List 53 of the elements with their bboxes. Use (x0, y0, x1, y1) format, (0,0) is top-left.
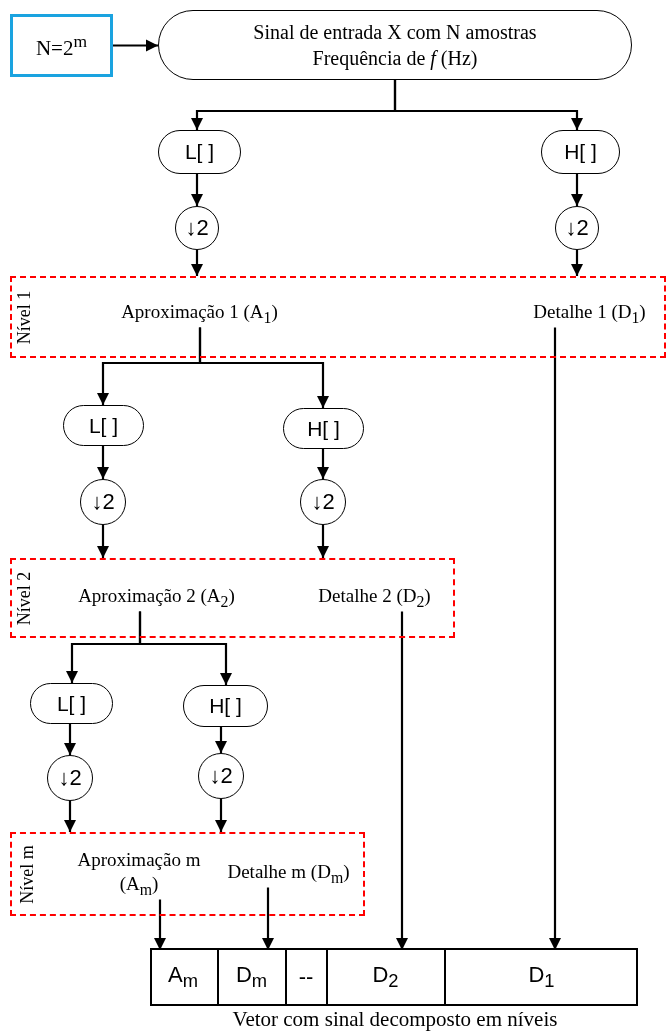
arrow (198, 327, 329, 408)
downsampler-circle: ↓2 (80, 479, 126, 525)
vector-cell: D$_{2}$ (325, 950, 444, 1004)
arrow (215, 799, 227, 832)
caption: Vetor com sinal decomposto em níveis (231, 1007, 559, 1031)
arrow (154, 899, 166, 950)
arrow (571, 250, 583, 276)
level-group-box (10, 276, 666, 358)
vector-cell: D$_{m}$ (216, 950, 285, 1004)
coefficient-label: Aproximação 1 (A$_{1}$) (89, 299, 310, 328)
level-label: Nível 1 (14, 290, 36, 345)
level-label: Nível m (16, 845, 38, 904)
arrow (64, 724, 76, 755)
arrow (97, 525, 109, 558)
level-label: Nível 2 (14, 571, 36, 626)
filter-box: L[ ] (30, 683, 113, 724)
downsampler-circle: ↓2 (198, 753, 244, 799)
filter-box: H[ ] (541, 130, 620, 174)
level-group-box (10, 832, 365, 916)
level-group-box (10, 558, 455, 638)
arrow (317, 449, 329, 479)
vector-cell: A$_{m}$ (149, 950, 217, 1004)
filter-box: H[ ] (183, 685, 268, 727)
arrow (138, 611, 232, 685)
arrow (215, 727, 227, 753)
arrow (393, 80, 583, 130)
arrow (97, 446, 109, 479)
parameter-box: N=2$^{m}$ (10, 14, 113, 77)
coefficient-label: Aproximação m (A$_{m}$) (71, 847, 207, 900)
filter-box: L[ ] (158, 130, 241, 174)
downsampler-circle: ↓2 (47, 755, 93, 801)
filter-box: H[ ] (283, 408, 364, 449)
arrow (571, 174, 583, 206)
filter-box: L[ ] (63, 405, 144, 446)
output-vector-box (150, 948, 638, 1006)
downsampler-circle: ↓2 (175, 206, 219, 250)
arrow (64, 801, 76, 832)
arrow (113, 39, 158, 52)
input-signal-box: Sinal de entrada X com N amostras Frequência de f (Hz) (158, 10, 632, 80)
arrow (191, 174, 203, 206)
arrow (262, 887, 274, 950)
arrow (396, 611, 408, 950)
arrow (191, 250, 203, 276)
downsampler-circle: ↓2 (300, 479, 346, 525)
coefficient-label: Aproximação 2 (A$_{2}$) (51, 583, 262, 612)
arrow (317, 525, 329, 558)
coefficient-label: Detalhe 2 (D$_{2}$) (299, 583, 450, 612)
arrow (549, 327, 561, 950)
coefficient-label: Detalhe m (D$_{m}$) (213, 859, 364, 888)
vector-cell: -- (284, 950, 326, 1004)
vector-cell: D$_{1}$ (443, 950, 638, 1004)
coefficient-label: Detalhe 1 (D$_{1}$) (499, 299, 668, 328)
downsampler-circle: ↓2 (555, 206, 599, 250)
